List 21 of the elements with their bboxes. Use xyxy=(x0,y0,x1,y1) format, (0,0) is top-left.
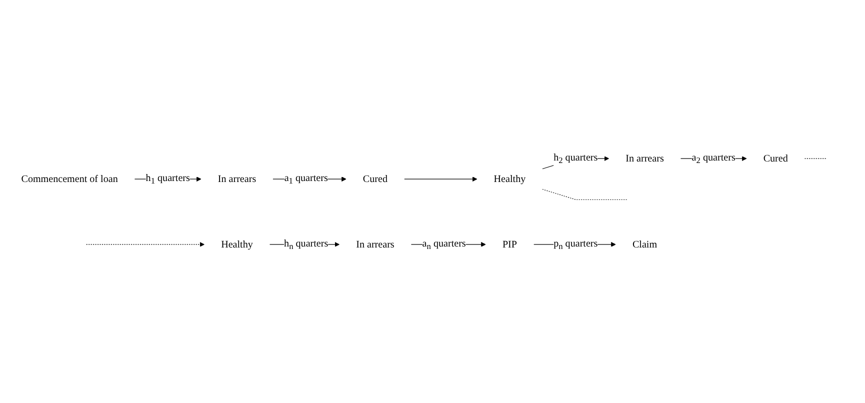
arrow xyxy=(86,242,205,247)
edge-label: p$_{n}$ quarters xyxy=(554,237,598,252)
edge-label: h$_{n}$ quarters xyxy=(284,237,328,252)
connector xyxy=(542,188,628,200)
edge-label: h$_{1}$ quarters xyxy=(146,172,190,186)
edge-label: a$_{n}$ quarters xyxy=(422,237,466,252)
node-text: Claim xyxy=(632,238,658,250)
edge-label: a$_{2}$ quarters xyxy=(692,152,736,166)
node-text: In arrears xyxy=(356,238,394,250)
arrow xyxy=(404,176,478,182)
node-text: Cured xyxy=(362,173,388,184)
node-text: In arrears xyxy=(218,173,256,184)
node-text: In arrears xyxy=(626,152,664,164)
node-text: PIP xyxy=(502,238,517,250)
edge-label: h$_{2}$ quarters xyxy=(554,152,598,166)
node-text: Cured xyxy=(763,152,788,164)
connector xyxy=(804,158,828,159)
edge-label: a$_{1}$ quarters xyxy=(284,172,328,186)
node-text: Healthy xyxy=(221,238,253,250)
node-text: Healthy xyxy=(494,173,526,184)
node-text: Commencement of loan xyxy=(21,173,118,184)
